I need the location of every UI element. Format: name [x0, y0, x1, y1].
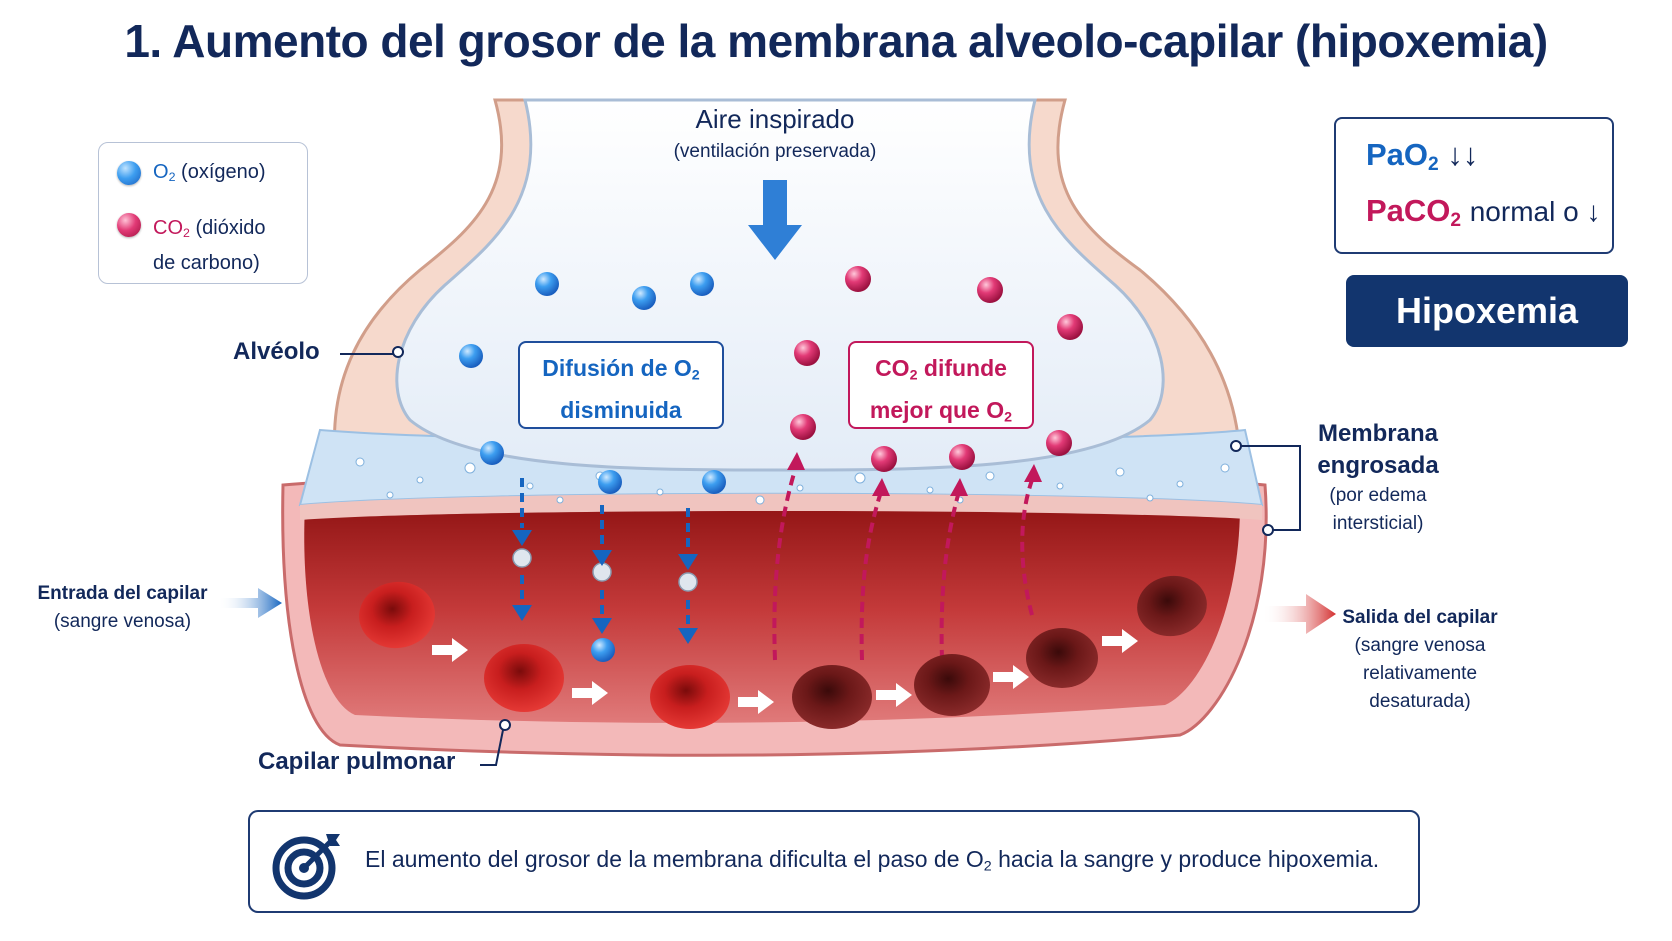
- capillary-lumen: [304, 497, 1240, 723]
- pao2-arrows: ↓↓: [1447, 137, 1479, 172]
- summary-text: El aumento del grosor de la membrana dif…: [365, 846, 1380, 875]
- salida-label: Salida del capilar (sangre venosa relati…: [1342, 607, 1498, 712]
- co2-molecules: [790, 266, 1083, 472]
- paco2-line: PaCO2 normal o ↓: [1366, 193, 1601, 231]
- hypoxemia-badge: Hipoxemia: [1346, 275, 1628, 347]
- co2-diffusion-callout: CO2 difunde mejor que O2: [848, 341, 1034, 429]
- blood-flow-arrows: [432, 629, 1138, 714]
- legend-o2: O2 (oxígeno): [117, 161, 266, 185]
- o2-dot-icon: [117, 161, 141, 185]
- target-icon: [272, 834, 340, 900]
- page-title: 1. Aumento del grosor de la membrana alv…: [124, 15, 1548, 67]
- legend-co2-label-2: de carbono): [153, 252, 260, 275]
- air-subtitle: (ventilación preservada): [673, 141, 877, 162]
- legend-co2-label-1: (dióxido: [195, 217, 266, 239]
- o2-molecules: [459, 272, 726, 662]
- paco2-tail: normal o ↓: [1469, 196, 1601, 227]
- blood-gas-box: PaO2 ↓↓ PaCO2 normal o ↓: [1334, 117, 1614, 254]
- leader-lines: [340, 353, 1301, 766]
- legend-o2-label: (oxígeno): [181, 161, 266, 183]
- co2-dot-icon: [117, 213, 141, 237]
- o2-diffusion-callout: Difusión de O2 disminuida: [518, 341, 724, 429]
- air-arrow: [748, 180, 802, 260]
- co2-diffusion-arrows: [772, 469, 1034, 661]
- outflow-arrow: [1262, 594, 1336, 634]
- membrane-label: Membrana engrosada (por edema interstici…: [1317, 420, 1439, 534]
- o2-callout-line2: disminuida: [560, 396, 682, 423]
- co2-arrowheads: [787, 452, 1042, 496]
- o2-diffusion-arrows: [520, 478, 690, 628]
- pao2-line: PaO2 ↓↓: [1366, 137, 1479, 175]
- co2-callout-line2: mejor que O: [869, 396, 1005, 423]
- air-title: Aire inspirado: [695, 104, 855, 134]
- edema-speckles: [355, 457, 1230, 505]
- co2-callout-line1: difunde: [923, 355, 1007, 381]
- red-blood-cells: [359, 575, 1207, 729]
- alveolo-label: Alvéolo: [233, 338, 320, 365]
- capilar-label: Capilar pulmonar: [258, 748, 456, 775]
- summary-box: El aumento del grosor de la membrana dif…: [248, 810, 1420, 913]
- o2-arrowheads: [512, 530, 698, 644]
- o2-callout-line1: Difusión de O: [542, 355, 692, 381]
- entrada-label: Entrada del capilar (sangre venosa): [37, 583, 208, 632]
- inflow-arrow: [218, 588, 282, 618]
